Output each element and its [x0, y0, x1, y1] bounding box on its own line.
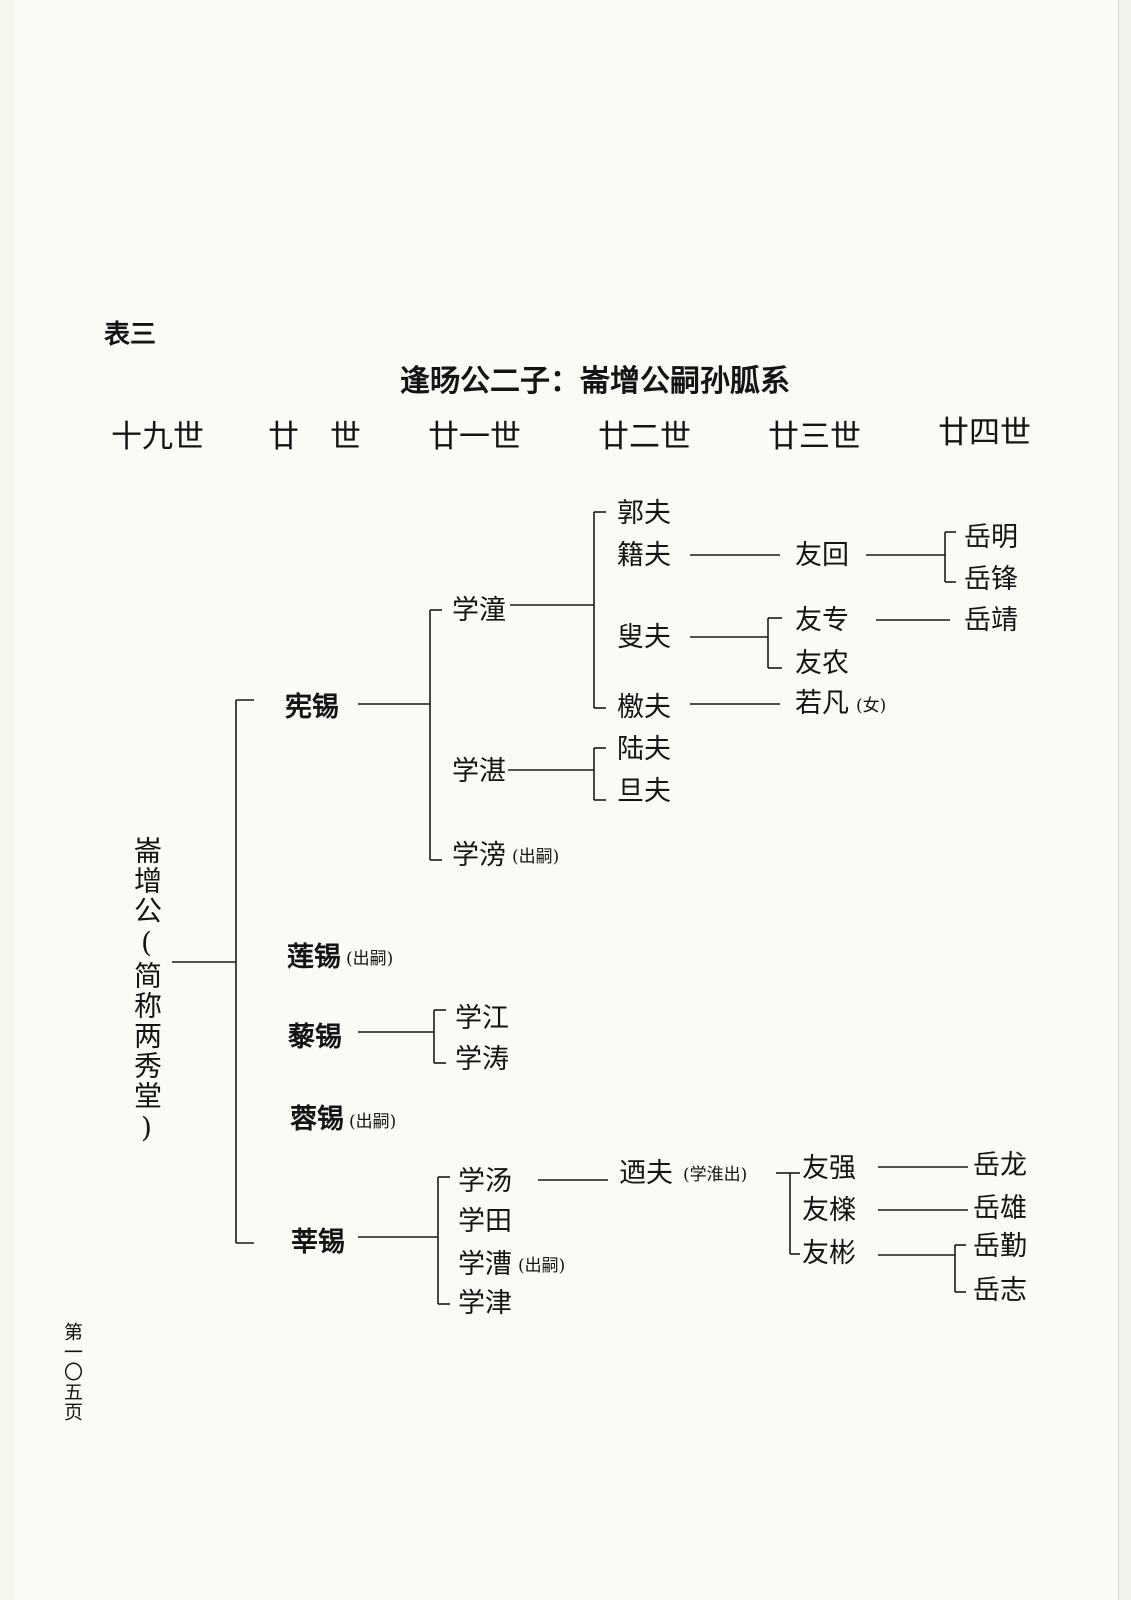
person-ruo-fan: 若凡 — [795, 688, 849, 719]
person-you-hui: 友回 — [795, 540, 849, 571]
person-xian-xi: 宪锡 — [285, 692, 339, 723]
person-lian-xi: 莲锡 — [287, 942, 341, 973]
person-you-li: 友檪 — [802, 1195, 856, 1226]
generation-header-23: 廿三世 — [768, 419, 861, 455]
person-you-bin: 友彬 — [802, 1238, 856, 1269]
person-xue-cao-note: (出嗣) — [518, 1256, 566, 1276]
generation-header-19: 十九世 — [111, 419, 204, 455]
person-ruo-fan-note: (女) — [856, 696, 887, 716]
person-jiao-fu: 檄夫 — [617, 692, 671, 723]
generation-header-20: 廿 世 — [268, 419, 361, 455]
person-xue-tian: 学田 — [458, 1206, 512, 1237]
person-xue-jiang: 学江 — [455, 1003, 509, 1034]
person-lian-xi-note: (出嗣) — [346, 949, 394, 969]
page-number: 第一〇五页 — [61, 1322, 83, 1422]
person-ji-fu: 籍夫 — [617, 540, 671, 571]
person-xue-pang: 学滂 — [452, 840, 506, 871]
person-xin-xi: 莘锡 — [291, 1227, 345, 1258]
root-ancestor: 崙增公(简称两秀堂) — [130, 836, 163, 1146]
person-yue-zhi: 岳志 — [973, 1275, 1027, 1306]
person-xue-cao: 学漕 — [458, 1249, 512, 1280]
generation-header-24: 廿四世 — [938, 415, 1031, 451]
page-title: 逢旸公二子：崙增公嗣孙胍系 — [400, 364, 790, 399]
person-rong-xi: 蓉锡 — [290, 1104, 344, 1135]
generation-header-21: 廿一世 — [428, 419, 521, 455]
person-li-xi: 藜锡 — [288, 1022, 342, 1053]
person-guo-fu: 郭夫 — [617, 498, 671, 529]
person-xue-tang: 学汤 — [458, 1166, 512, 1197]
person-you-zhuan: 友专 — [795, 605, 849, 636]
generation-header-22: 廿二世 — [598, 419, 691, 455]
person-yue-feng: 岳锋 — [964, 564, 1018, 595]
person-xue-chuang: 学潼 — [452, 595, 506, 626]
page-edge-left — [0, 0, 14, 1600]
person-yue-jing: 岳靖 — [964, 605, 1018, 636]
person-xue-zhan: 学湛 — [452, 756, 506, 787]
table-number: 表三 — [104, 320, 157, 350]
person-you-nong: 友农 — [795, 648, 849, 679]
person-you-qiang: 友强 — [802, 1153, 856, 1184]
person-xue-jin: 学津 — [458, 1288, 512, 1319]
person-rong-xi-note: (出嗣) — [349, 1112, 397, 1132]
person-dan-fu: 旦夫 — [617, 776, 671, 807]
person-sou-fu: 叟夫 — [617, 622, 671, 653]
person-yue-xiong: 岳雄 — [973, 1193, 1027, 1224]
person-lu-fu: 陆夫 — [617, 734, 671, 765]
page-edge-right — [1118, 0, 1131, 1600]
person-yue-long: 岳龙 — [973, 1150, 1027, 1181]
person-yue-ming: 岳明 — [964, 522, 1018, 553]
person-xue-tao: 学涛 — [455, 1044, 509, 1075]
person-yue-qin: 岳勤 — [973, 1231, 1027, 1262]
person-xue-pang-note: (出嗣) — [512, 847, 560, 867]
person-qiu-fu: 迺夫 — [619, 1158, 673, 1189]
person-qiu-fu-note: (学淮出) — [683, 1165, 748, 1185]
